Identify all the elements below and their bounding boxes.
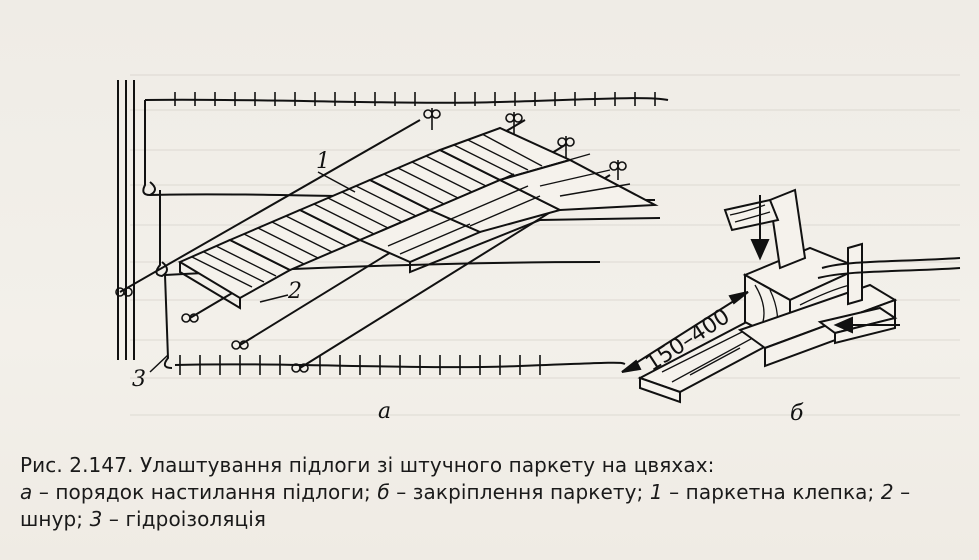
- legend-mark-2: 2: [880, 480, 894, 504]
- callout-1: 1: [316, 149, 330, 174]
- legend-text-b: – закріплення паркету;: [389, 480, 650, 504]
- callout-3: 3: [132, 367, 146, 392]
- arrows-b: [621, 195, 900, 373]
- legend-mark-3: 3: [89, 507, 103, 531]
- label-b: б: [790, 401, 804, 426]
- legend-text-1: – паркетна клепка;: [662, 480, 881, 504]
- legend-text-a: – порядок настилання підлоги;: [32, 480, 378, 504]
- drawing-b: [637, 188, 961, 404]
- callout-2: 2: [287, 279, 302, 304]
- figure-caption: Рис. 2.147. Улаштування підлоги зі штучн…: [20, 452, 970, 533]
- drawing-a: [115, 80, 669, 375]
- caption-title: Рис. 2.147. Улаштування підлоги зі штучн…: [20, 453, 715, 477]
- legend-text-2: – шнур;: [20, 480, 911, 531]
- legend-mark-b: б: [377, 480, 390, 504]
- legend-mark-a: а: [20, 480, 33, 504]
- figure-illustration: 1 2 3 а: [115, 74, 961, 426]
- legend-mark-1: 1: [649, 480, 663, 504]
- caption-legend: а – порядок настилання підлоги; б – закр…: [20, 479, 970, 533]
- label-a: а: [378, 399, 391, 424]
- legend-text-3: – гідроізоляція: [102, 507, 267, 531]
